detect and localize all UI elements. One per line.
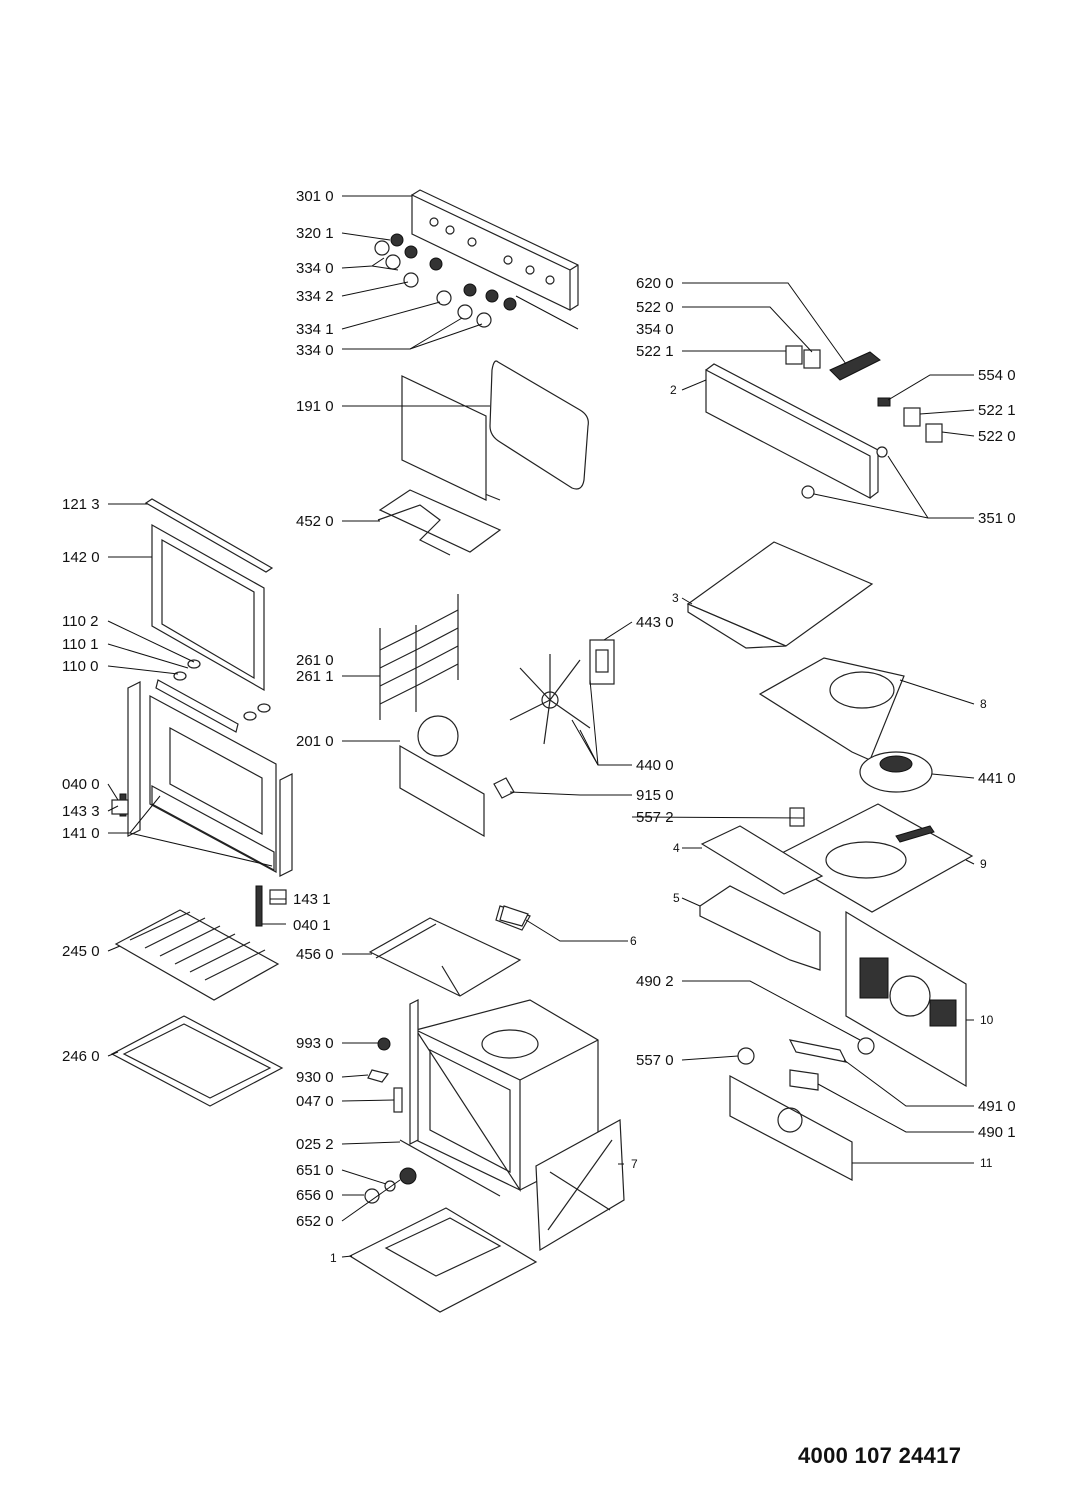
- callout-320-1: 320 1: [296, 225, 334, 242]
- electronics-panel-part: [729, 1074, 853, 1181]
- callout-110-2: 110 2: [62, 613, 98, 630]
- callout-142-0: 142 0: [62, 549, 100, 566]
- callout-1: 1: [330, 1251, 337, 1265]
- callout-9: 9: [980, 857, 987, 871]
- thermostat-part: [789, 807, 805, 827]
- callout-490-2: 490 2: [636, 973, 674, 990]
- callout-652-0: 652 0: [296, 1213, 334, 1230]
- callout-5: 5: [673, 891, 680, 905]
- callout-490-1: 490 1: [978, 1124, 1016, 1141]
- callout-930-0: 930 0: [296, 1069, 334, 1086]
- callout-047-0: 047 0: [296, 1093, 334, 1110]
- inner-door-part: [127, 679, 293, 877]
- callout-040-0: 040 0: [62, 776, 100, 793]
- callout-334-1: 334 1: [296, 321, 334, 338]
- callout-8: 8: [980, 697, 987, 711]
- callout-301-0: 301 0: [296, 188, 334, 205]
- callout-456-0: 456 0: [296, 946, 334, 963]
- callout-334-2: 334 2: [296, 288, 334, 305]
- hinges-part: [111, 793, 287, 927]
- callout-354-0: 354 0: [636, 321, 674, 338]
- callout-3: 3: [672, 591, 679, 605]
- door-gasket-part: [489, 360, 589, 490]
- callout-915-0: 915 0: [636, 787, 674, 804]
- callout-351-0: 351 0: [978, 510, 1016, 527]
- back-panel-part: [845, 910, 967, 1088]
- callout-261-1: 261 1: [296, 668, 334, 685]
- callout-10: 10: [980, 1013, 994, 1027]
- callout-443-0: 443 0: [636, 614, 674, 631]
- callout-993-0: 993 0: [296, 1035, 334, 1052]
- callout-143-1: 143 1: [293, 891, 331, 908]
- fan-blade-part: [493, 654, 591, 799]
- callout-261-0: 261 0: [296, 652, 334, 669]
- callout-245-0: 245 0: [62, 943, 100, 960]
- callout-554-0: 554 0: [978, 367, 1016, 384]
- cooling-fan-part: [859, 751, 933, 793]
- callout-110-1: 110 1: [62, 636, 98, 653]
- callout-246-0: 246 0: [62, 1048, 100, 1065]
- callout-522-1-b: 522 1: [978, 402, 1016, 419]
- callout-7: 7: [631, 1157, 638, 1171]
- callout-121-3: 121 3: [62, 496, 100, 513]
- callout-440-0: 440 0: [636, 757, 674, 774]
- terminal-blocks-part: [737, 1037, 875, 1091]
- oven-rack-part: [114, 909, 280, 1001]
- control-bracket-part: [705, 345, 943, 499]
- side-runners-part: [379, 594, 459, 720]
- fan-housing-part: [758, 657, 905, 761]
- door-top-strip-part: [144, 498, 274, 573]
- rear-panel-part: [399, 375, 487, 838]
- callout-522-0-a: 522 0: [636, 299, 674, 316]
- bottom-panel-part: [348, 1207, 538, 1313]
- callout-191-0: 191 0: [296, 398, 334, 415]
- oven-cavity-part: [409, 999, 599, 1193]
- callout-651-0: 651 0: [296, 1162, 334, 1179]
- callout-025-2: 025 2: [296, 1136, 334, 1153]
- callout-040-1: 040 1: [293, 917, 331, 934]
- leader-lines: [107, 195, 975, 1258]
- callout-4: 4: [673, 841, 680, 855]
- channels-part: [699, 825, 824, 971]
- baking-tray-part: [110, 1015, 284, 1107]
- callout-522-0-b: 522 0: [978, 428, 1016, 445]
- callout-491-0: 491 0: [978, 1098, 1016, 1115]
- callout-452-0: 452 0: [296, 513, 334, 530]
- callout-labels: 301 0 320 1 334 0 334 2 334 1 334 0 354 …: [62, 188, 1016, 1265]
- callout-141-0: 141 0: [62, 825, 100, 842]
- callout-110-0: 110 0: [62, 658, 98, 675]
- knobs-part: [374, 233, 517, 328]
- callout-334-0-b: 334 0: [296, 342, 334, 359]
- callout-557-0: 557 0: [636, 1052, 674, 1069]
- lamp-fittings-part: [364, 1139, 501, 1204]
- top-cover-part: [686, 541, 874, 649]
- callout-143-3: 143 3: [62, 803, 100, 820]
- front-frame-part: [535, 1119, 625, 1252]
- fan-motor-part: [589, 639, 615, 685]
- callout-6: 6: [630, 934, 637, 948]
- callout-441-0: 441 0: [978, 770, 1016, 787]
- callout-334-0: 334 0: [296, 260, 334, 277]
- cavity-top-part: [774, 803, 974, 913]
- element-bracket-part: [499, 905, 529, 927]
- callout-557-2: 557 2: [636, 809, 674, 826]
- callout-11: 11: [980, 1156, 993, 1170]
- callout-201-0: 201 0: [296, 733, 334, 750]
- callout-620-0: 620 0: [636, 275, 674, 292]
- callout-656-0: 656 0: [296, 1187, 334, 1204]
- outer-glass-part: [151, 523, 265, 692]
- callout-522-1-a: 522 1: [636, 343, 674, 360]
- callout-2: 2: [670, 383, 677, 397]
- document-number: 4000 107 24417: [798, 1443, 962, 1468]
- control-panel-part: [411, 189, 579, 311]
